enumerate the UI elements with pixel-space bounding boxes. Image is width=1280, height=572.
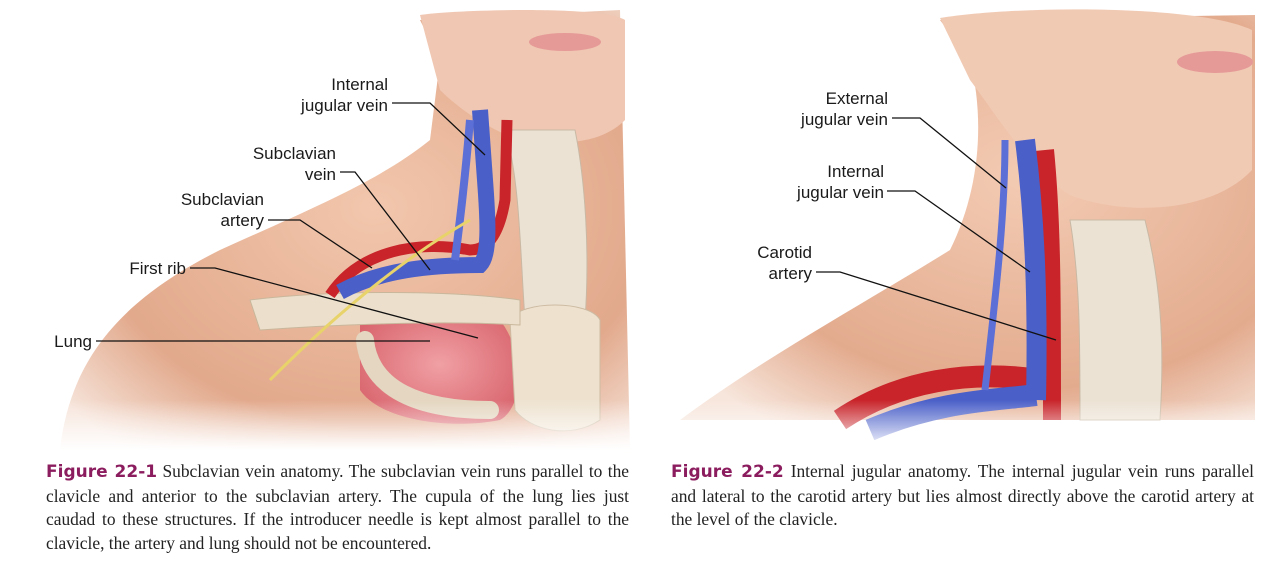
leader-subclavian-vein xyxy=(340,171,431,271)
figure-22-1: Internal jugular vein Subclavian vein Su… xyxy=(0,10,640,555)
leader-first-rib xyxy=(190,267,479,339)
lips xyxy=(1177,51,1253,73)
internal-jugular-vessel xyxy=(1015,138,1047,401)
carotid-artery-vessel xyxy=(1036,149,1061,421)
label-internal-jugular-vein: Internal jugular vein xyxy=(301,75,388,115)
fade xyxy=(640,400,1280,450)
trachea xyxy=(1069,219,1163,421)
label-lung: Lung xyxy=(54,332,92,351)
caption-text: Internal jugular anatomy. The internal j… xyxy=(671,461,1254,530)
label-external-jugular-vein: External jugular vein xyxy=(801,89,888,129)
leader-internal-jugular xyxy=(392,102,486,156)
leader-external-jugular xyxy=(892,117,1007,189)
label-internal-jugular-vein: Internal jugular vein xyxy=(797,162,884,202)
figure-number: Figure 22-2 xyxy=(671,462,784,482)
lips xyxy=(529,33,601,51)
jugular-anatomy-illustration xyxy=(640,9,1280,450)
subclavian-artery-vessel xyxy=(325,119,513,299)
external-jugular-vessel xyxy=(981,139,1009,391)
caption-text: Subclavian vein anatomy. The subclavian … xyxy=(46,461,629,553)
fade xyxy=(0,400,640,450)
label-carotid-artery: Carotid artery xyxy=(757,243,812,283)
caption-figure-22-1: Figure 22-1 Subclavian vein anatomy. The… xyxy=(46,460,629,555)
label-subclavian-artery: Subclavian artery xyxy=(180,190,264,230)
figure-22-2: External jugular vein Internal jugular v… xyxy=(640,0,1280,572)
caption-figure-22-2: Figure 22-2 Internal jugular anatomy. Th… xyxy=(671,460,1254,532)
label-first-rib: First rib xyxy=(129,259,186,278)
leader-subclavian-artery xyxy=(268,219,373,269)
nerve xyxy=(268,218,471,382)
figure-number: Figure 22-1 xyxy=(46,462,158,482)
face xyxy=(940,9,1252,208)
leader-carotid xyxy=(816,271,1057,341)
subclavian-vein-vessel xyxy=(336,109,496,300)
leader-internal-jugular xyxy=(887,190,1031,273)
label-subclavian-vein: Subclavian vein xyxy=(252,144,336,184)
subclavian-anatomy-illustration xyxy=(0,10,640,450)
